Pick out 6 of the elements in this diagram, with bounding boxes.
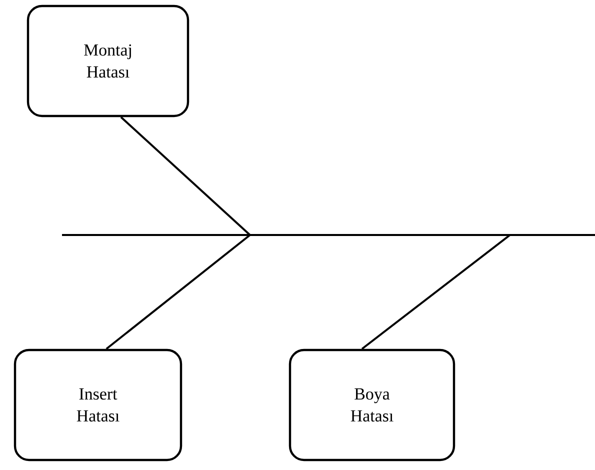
cause-box: Boya Hatası — [288, 348, 456, 462]
cause-box: Montaj Hatası — [26, 4, 190, 118]
bone-line — [361, 234, 511, 350]
bone-line — [106, 234, 251, 350]
bone-line — [120, 116, 251, 236]
cause-box: Insert Hatası — [14, 348, 182, 462]
